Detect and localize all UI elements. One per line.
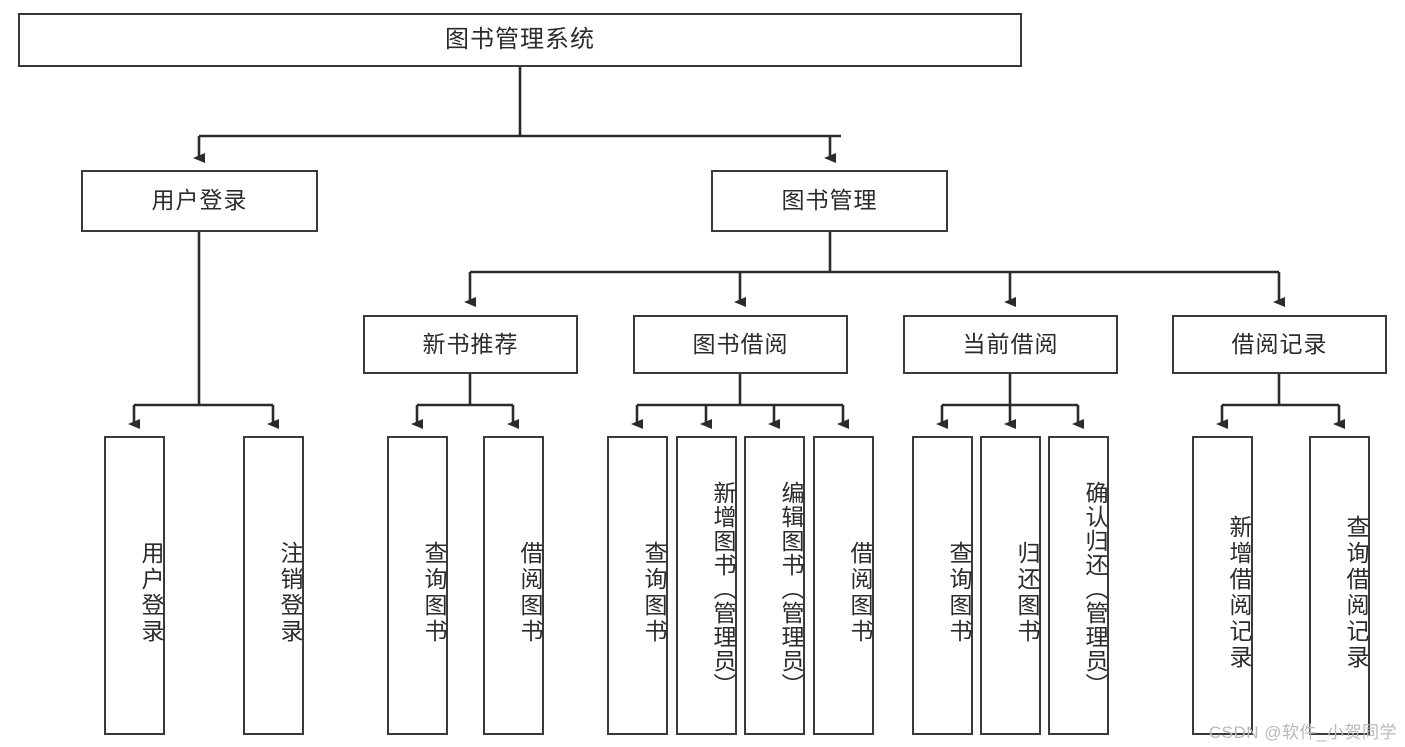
node-label: 查询图书 [421,540,447,645]
node-book-management[interactable]: 图书管理 [711,170,948,232]
node-new-book-recommend[interactable]: 新书推荐 [363,315,578,374]
leaf-user-login-logout[interactable]: 注销登录 [243,436,304,735]
node-user-login[interactable]: 用户登录 [81,170,318,232]
leaf-new-book-query-book[interactable]: 查询图书 [387,436,448,735]
node-label: 确认归还（管理员） [1082,480,1108,697]
node-label: 新增借阅记录 [1226,514,1252,671]
leaf-book-borrow-query-book[interactable]: 查询图书 [607,436,668,735]
node-label: 归还图书 [1014,540,1040,645]
leaf-borrow-record-add-record[interactable]: 新增借阅记录 [1192,436,1253,735]
node-book-borrow[interactable]: 图书借阅 [633,315,848,374]
node-label: 编辑图书（管理员） [778,480,804,697]
leaf-current-borrow-confirm-return-admin[interactable]: 确认归还（管理员） [1048,436,1109,735]
leaf-user-login-login[interactable]: 用户登录 [104,436,165,735]
node-label: 借阅记录 [1231,330,1328,357]
leaf-book-borrow-borrow-book[interactable]: 借阅图书 [813,436,874,735]
csdn-watermark: CSDN @软件_小贺同学 [1208,723,1397,742]
node-label: 新书推荐 [422,330,519,357]
node-label: 新增图书（管理员） [710,480,736,697]
node-label: 借阅图书 [517,540,543,645]
node-label: 注销登录 [277,540,303,645]
leaf-current-borrow-query-book[interactable]: 查询图书 [912,436,973,735]
leaf-new-book-borrow-book[interactable]: 借阅图书 [483,436,544,735]
node-borrow-record[interactable]: 借阅记录 [1172,315,1387,374]
node-label: 查询借阅记录 [1343,514,1369,671]
node-label: 查询图书 [641,540,667,645]
node-label: 借阅图书 [847,540,873,645]
node-label: 当前借阅 [962,330,1059,357]
leaf-book-borrow-add-book-admin[interactable]: 新增图书（管理员） [676,436,737,735]
node-current-borrow[interactable]: 当前借阅 [903,315,1118,374]
leaf-borrow-record-query-record[interactable]: 查询借阅记录 [1309,436,1370,735]
node-label: 查询图书 [946,540,972,645]
node-label: 用户登录 [151,187,248,214]
node-label: 图书借阅 [692,330,789,357]
node-label: 图书管理系统 [445,25,595,53]
node-label: 图书管理 [781,187,878,214]
node-label: 用户登录 [138,540,164,645]
node-root-book-management-system[interactable]: 图书管理系统 [18,13,1022,67]
leaf-current-borrow-return-book[interactable]: 归还图书 [980,436,1041,735]
leaf-book-borrow-edit-book-admin[interactable]: 编辑图书（管理员） [744,436,805,735]
